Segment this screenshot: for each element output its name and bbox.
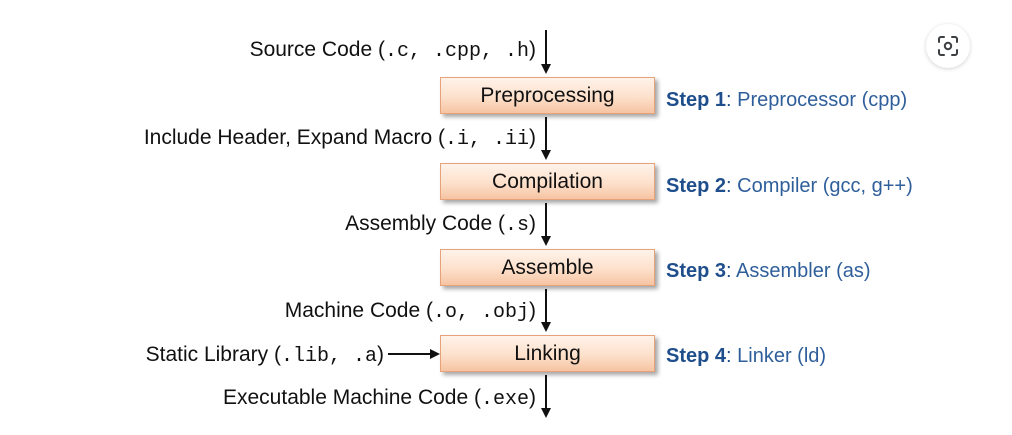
assembly-code-label: Assembly Code (.s) <box>345 212 536 237</box>
stage-linking: Linking <box>440 335 655 372</box>
step-2-desc: Compiler (gcc, g++) <box>737 175 913 197</box>
step-1-title: Step 1 <box>666 89 727 111</box>
stage-assemble-label: Assemble <box>501 255 594 279</box>
step-2-description: Step 2: Compiler (gcc, g++) <box>666 175 913 197</box>
step-3-description: Step 3: Assembler (as) <box>666 260 871 282</box>
step-4-desc: Linker (ld) <box>737 345 827 367</box>
step-1-description: Step 1: Preprocessor (cpp) <box>666 89 908 111</box>
source-code-label: Source Code (.c, .cpp, .h) <box>249 38 536 63</box>
lens-button[interactable] <box>926 24 970 68</box>
include-header-label: Include Header, Expand Macro (.i, .ii) <box>143 126 536 151</box>
step-3-title: Step 3 <box>666 260 727 282</box>
step-4-title: Step 4 <box>666 345 727 367</box>
stage-assemble: Assemble <box>440 249 655 286</box>
step-1-desc: Preprocessor (cpp) <box>737 89 908 111</box>
stage-preprocessing-label: Preprocessing <box>480 83 615 107</box>
stage-preprocessing: Preprocessing <box>440 77 655 114</box>
stage-compilation-label: Compilation <box>492 169 603 193</box>
stage-compilation: Compilation <box>440 163 655 200</box>
machine-code-label: Machine Code (.o, .obj) <box>284 299 536 324</box>
step-2-title: Step 2 <box>666 175 727 197</box>
static-library-label: Static Library (.lib, .a) <box>145 343 384 368</box>
executable-code-label: Executable Machine Code (.exe) <box>223 386 536 411</box>
stage-linking-label: Linking <box>514 341 581 365</box>
step-4-description: Step 4: Linker (ld) <box>666 345 827 367</box>
lens-icon <box>938 36 958 56</box>
step-3-desc: Assembler (as) <box>736 260 871 282</box>
